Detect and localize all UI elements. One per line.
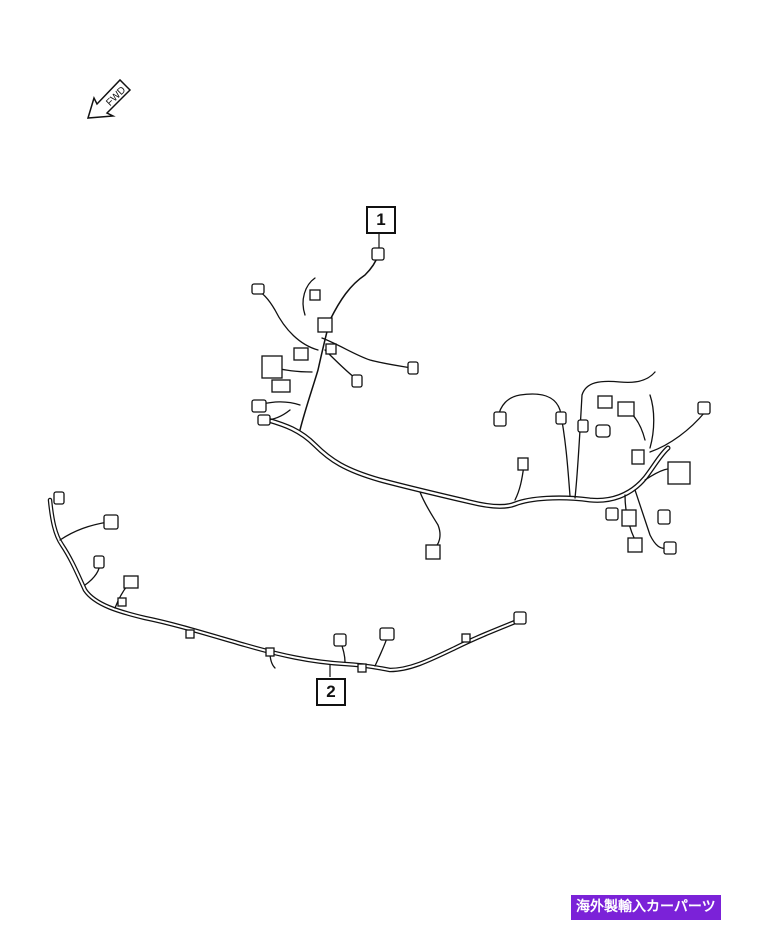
wiring-harness-2	[47, 497, 523, 673]
forward-arrow-icon: FWD	[86, 78, 132, 119]
callout-2: 2	[316, 678, 346, 706]
store-badge: 海外製輸入カーパーツ	[571, 895, 721, 920]
wiring-harness-1	[255, 254, 706, 551]
harness-2-connectors	[53, 491, 527, 673]
callout-1: 1	[366, 206, 396, 234]
harness-1-connectors	[251, 247, 711, 560]
